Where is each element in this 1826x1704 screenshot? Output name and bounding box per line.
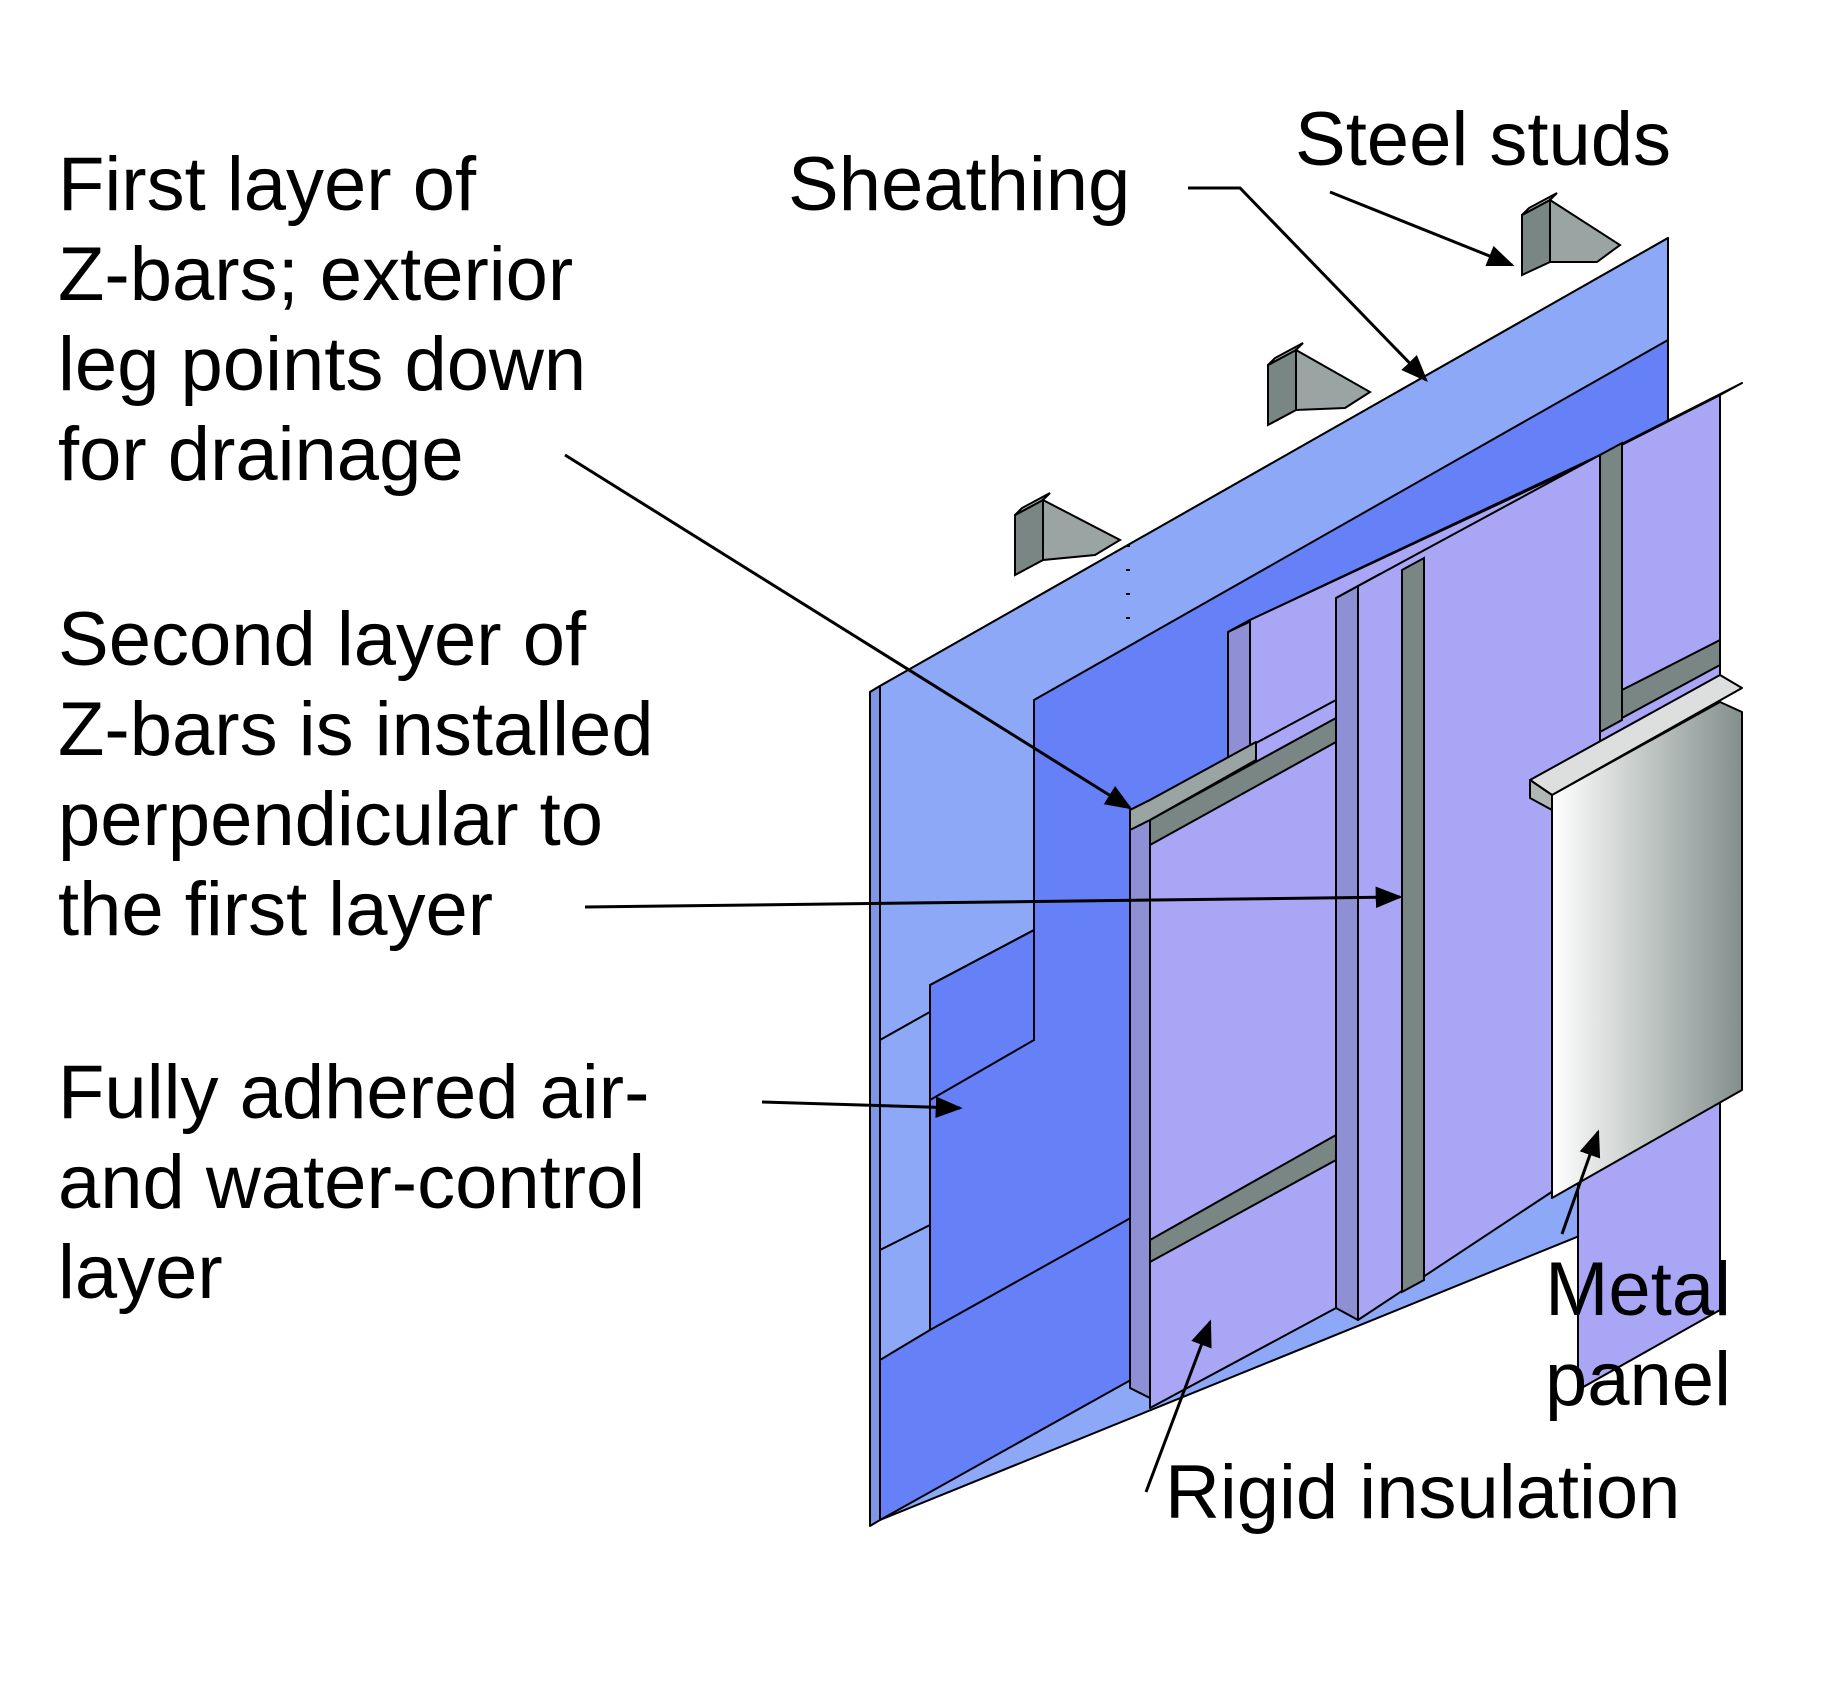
steel-studs xyxy=(1014,192,1622,577)
label-line: for drainage xyxy=(58,412,464,497)
label-line: Fully adhered air- xyxy=(58,1050,650,1135)
steel-stud xyxy=(1014,492,1123,577)
metal-panel-leader xyxy=(1560,1129,1601,1235)
label-line: the first layer xyxy=(58,867,494,952)
label-rigid-insulation: Rigid insulation xyxy=(1165,1448,1680,1538)
label-line: leg points down xyxy=(58,322,587,407)
label-line: Z-bars is installed xyxy=(58,687,654,772)
z-bars-horizontal xyxy=(1129,639,1721,1263)
label-line: and water-control xyxy=(58,1140,646,1225)
label-line: Rigid insulation xyxy=(1165,1450,1681,1535)
label-line: Z-bars; exterior xyxy=(58,232,574,317)
label-line: Sheathing xyxy=(788,142,1131,227)
steel-studs-leader xyxy=(1329,190,1515,267)
rigid-insulation-leader xyxy=(1144,1319,1212,1493)
first-zbars-leader xyxy=(564,453,1133,810)
label-line: First layer of xyxy=(58,142,477,227)
label-metal-panel: Metal panel xyxy=(1545,1245,1731,1425)
z-bars-vertical xyxy=(1401,441,1623,1294)
label-first-zbars: First layer of Z-bars; exterior leg poin… xyxy=(58,140,586,500)
air-water-leader xyxy=(761,1096,963,1119)
steel-stud xyxy=(1521,192,1622,277)
label-line: perpendicular to xyxy=(58,777,604,862)
label-sheathing: Sheathing xyxy=(788,140,1130,230)
sheathing-leader xyxy=(1188,186,1428,382)
label-line: Metal xyxy=(1545,1247,1731,1332)
label-line: Second layer of xyxy=(58,597,587,682)
second-zbars-leader xyxy=(584,886,1403,909)
label-air-water-layer: Fully adhered air- and water-control lay… xyxy=(58,1048,649,1318)
steel-stud xyxy=(1267,342,1372,427)
label-line: panel xyxy=(1545,1337,1731,1422)
label-line: Steel studs xyxy=(1295,97,1671,182)
label-steel-studs: Steel studs xyxy=(1295,95,1671,185)
metal-panel xyxy=(1529,674,1743,1199)
label-line: layer xyxy=(58,1230,223,1315)
label-second-zbars: Second layer of Z-bars is installed perp… xyxy=(58,595,654,955)
